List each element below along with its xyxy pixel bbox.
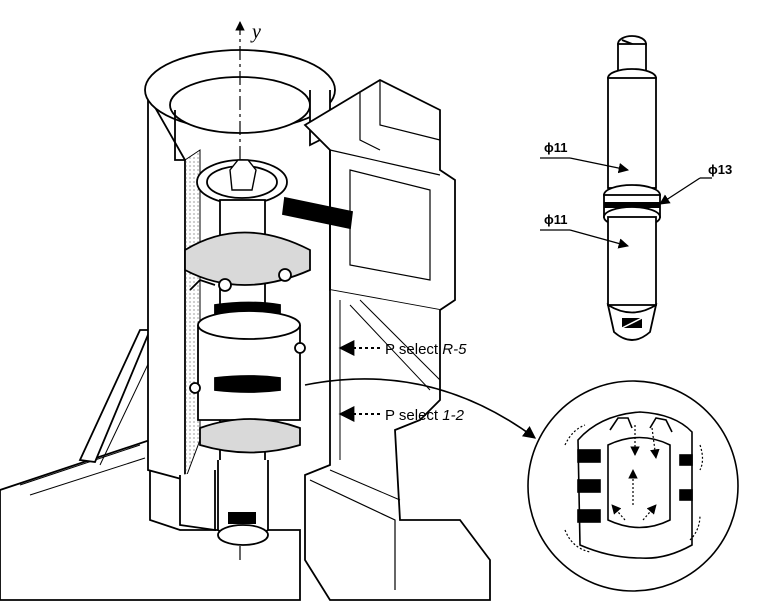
detail-leader <box>304 378 537 439</box>
lower-detent-disk <box>199 418 301 454</box>
select-callouts <box>338 340 380 422</box>
callout-select-lower: P select 1-2 <box>385 407 465 424</box>
valve-spool <box>184 159 353 546</box>
axis-label: y <box>250 21 261 43</box>
callout-select-upper: P select R-5 <box>385 341 467 358</box>
dim-upper-diameter: ϕ11 <box>544 140 568 155</box>
shaft-upper-section <box>607 77 657 189</box>
lever-arm <box>282 196 353 230</box>
shaft-lower-section <box>607 216 657 306</box>
shaft-detail <box>603 35 661 341</box>
dim-lower-diameter: ϕ11 <box>544 212 568 227</box>
upper-detent-disk <box>184 231 311 286</box>
support-column <box>304 290 491 601</box>
detail-view <box>527 380 739 592</box>
dim-collar-diameter: ϕ13 <box>708 162 732 177</box>
cylinder-outer-left <box>147 91 186 482</box>
shaft-dimension-leaders <box>540 157 712 249</box>
seal-band-lower <box>214 375 281 393</box>
